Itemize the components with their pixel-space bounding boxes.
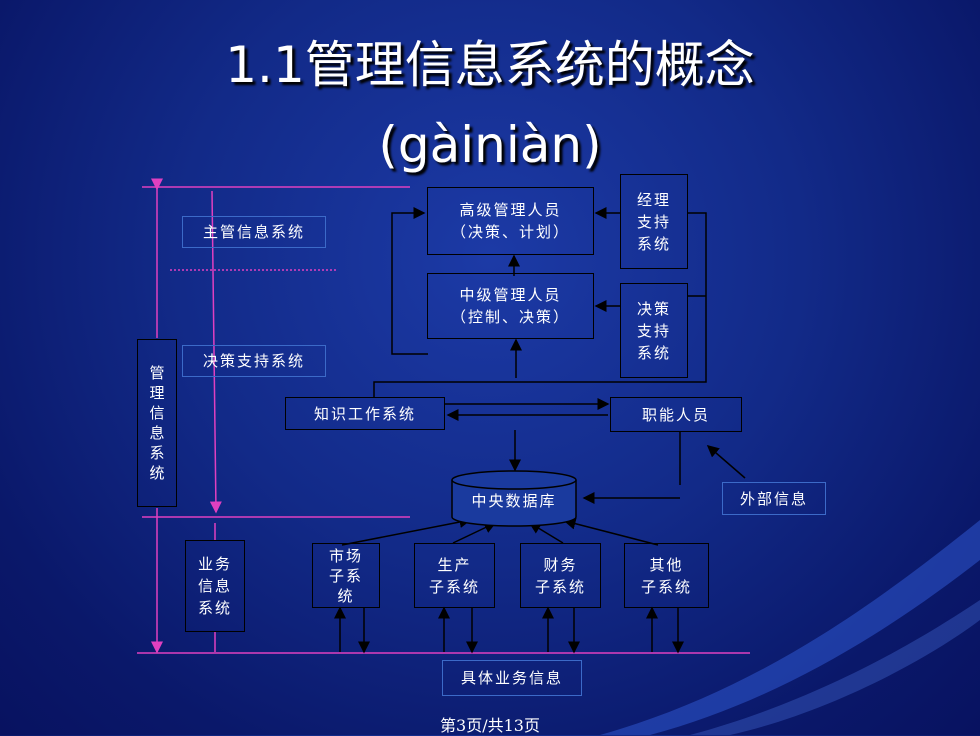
finance-subsystem-box: 财务 子系统 xyxy=(520,543,601,608)
production-subsystem-box: 生产 子系统 xyxy=(414,543,495,608)
management-info-system-label: 管 理 信 息 系 统 xyxy=(137,339,177,507)
manager-support-system-box: 经理 支持 系统 xyxy=(620,174,688,269)
decision-support-box: 决策 支持 系统 xyxy=(620,283,688,378)
business-info-box: 具体业务信息 xyxy=(442,660,582,696)
business-info-system-box: 业务 信息 系统 xyxy=(185,540,245,632)
knowledge-work-system-box: 知识工作系统 xyxy=(285,397,445,430)
middle-managers-box: 中级管理人员 （控制、决策） xyxy=(427,273,594,339)
slide-title: 1.1管理信息系统的概念 xyxy=(225,36,755,94)
central-database-cylinder xyxy=(451,470,577,527)
senior-managers-box: 高级管理人员 （决策、计划） xyxy=(427,187,594,255)
central-database-label: 中央数据库 xyxy=(471,492,557,510)
decision-support-system-label: 决策支持系统 xyxy=(182,345,326,377)
page-number: 第3页/共13页 xyxy=(440,716,540,735)
slide-title-pinyin: (gàiniàn) xyxy=(378,116,602,174)
other-subsystem-box: 其他 子系统 xyxy=(624,543,709,608)
executive-info-system-label: 主管信息系统 xyxy=(182,216,326,248)
functional-staff-box: 职能人员 xyxy=(610,397,742,432)
market-subsystem-box: 市场 子系 统 xyxy=(312,543,380,608)
external-info-box: 外部信息 xyxy=(722,482,826,515)
